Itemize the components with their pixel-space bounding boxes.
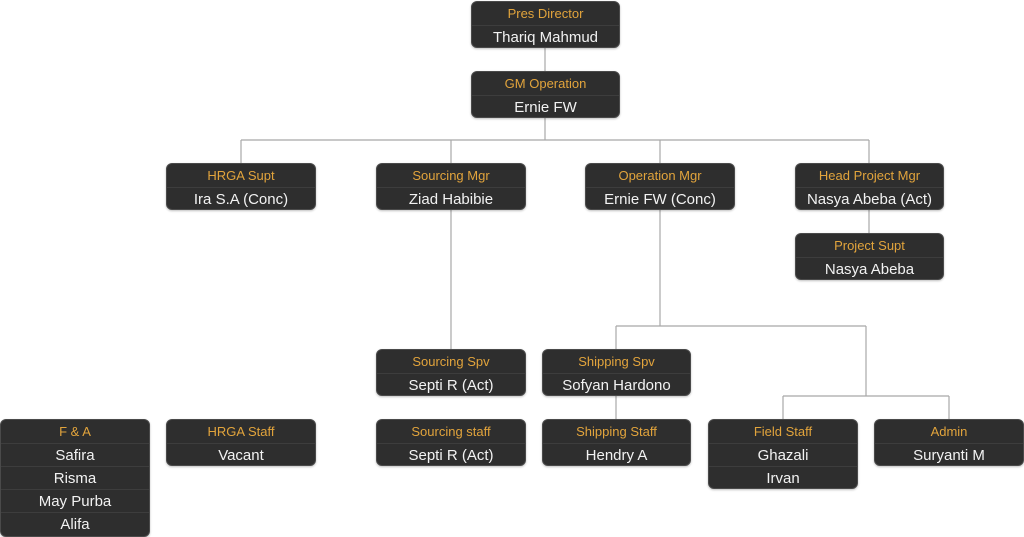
node-name: Alifa	[1, 512, 149, 535]
node-title: Field Staff	[753, 424, 813, 439]
node-name: Safira	[1, 443, 149, 466]
node-shipping-staff[interactable]: Shipping Staff Hendry A	[542, 419, 691, 466]
node-pres-director[interactable]: Pres Director Thariq Mahmud	[471, 1, 620, 48]
node-title: HRGA Staff	[207, 424, 275, 439]
node-title: Operation Mgr	[618, 168, 702, 183]
node-title: Sourcing staff	[411, 424, 491, 439]
node-sourcing-staff[interactable]: Sourcing staff Septi R (Act)	[376, 419, 526, 466]
node-name: Nasya Abeba	[796, 257, 943, 279]
node-title: Shipping Staff	[576, 424, 657, 439]
node-operation-mgr[interactable]: Operation Mgr Ernie FW (Conc)	[585, 163, 735, 210]
node-title: Admin	[930, 424, 968, 439]
node-name: Ziad Habibie	[377, 187, 525, 209]
node-title: Project Supt	[834, 238, 905, 253]
node-gm-operation[interactable]: GM Operation Ernie FW	[471, 71, 620, 118]
node-name: Hendry A	[543, 443, 690, 465]
node-name: Suryanti M	[875, 443, 1023, 465]
node-title: Head Project Mgr	[818, 168, 921, 183]
node-hrga-staff[interactable]: HRGA Staff Vacant	[166, 419, 316, 466]
node-name: Irvan	[709, 466, 857, 488]
node-title: GM Operation	[504, 76, 587, 91]
node-title: Sourcing Mgr	[412, 168, 490, 183]
node-name: Ernie FW (Conc)	[586, 187, 734, 209]
node-name: Septi R (Act)	[377, 443, 525, 465]
node-shipping-spv[interactable]: Shipping Spv Sofyan Hardono	[542, 349, 691, 396]
node-name: Vacant	[167, 443, 315, 465]
node-project-supt[interactable]: Project Supt Nasya Abeba	[795, 233, 944, 280]
node-name: Thariq Mahmud	[472, 25, 619, 47]
node-title: Shipping Spv	[578, 354, 655, 369]
node-title: Pres Director	[507, 6, 584, 21]
node-name: May Purba	[1, 489, 149, 512]
node-title: Sourcing Spv	[412, 354, 490, 369]
node-sourcing-spv[interactable]: Sourcing Spv Septi R (Act)	[376, 349, 526, 396]
node-field-staff[interactable]: Field Staff Ghazali Irvan	[708, 419, 858, 489]
node-name: Nasya Abeba (Act)	[796, 187, 943, 209]
node-name: Sofyan Hardono	[543, 373, 690, 395]
node-title: HRGA Supt	[207, 168, 275, 183]
node-name: Ernie FW	[472, 95, 619, 117]
node-name: Risma	[1, 466, 149, 489]
node-hrga-supt[interactable]: HRGA Supt Ira S.A (Conc)	[166, 163, 316, 210]
node-sourcing-mgr[interactable]: Sourcing Mgr Ziad Habibie	[376, 163, 526, 210]
node-name: Ira S.A (Conc)	[167, 187, 315, 209]
node-name: Septi R (Act)	[377, 373, 525, 395]
node-title: F & A	[59, 424, 91, 439]
node-head-project-mgr[interactable]: Head Project Mgr Nasya Abeba (Act)	[795, 163, 944, 210]
node-name: Ghazali	[709, 443, 857, 466]
node-admin[interactable]: Admin Suryanti M	[874, 419, 1024, 466]
node-f-and-a[interactable]: F & A Safira Risma May Purba Alifa	[0, 419, 150, 537]
